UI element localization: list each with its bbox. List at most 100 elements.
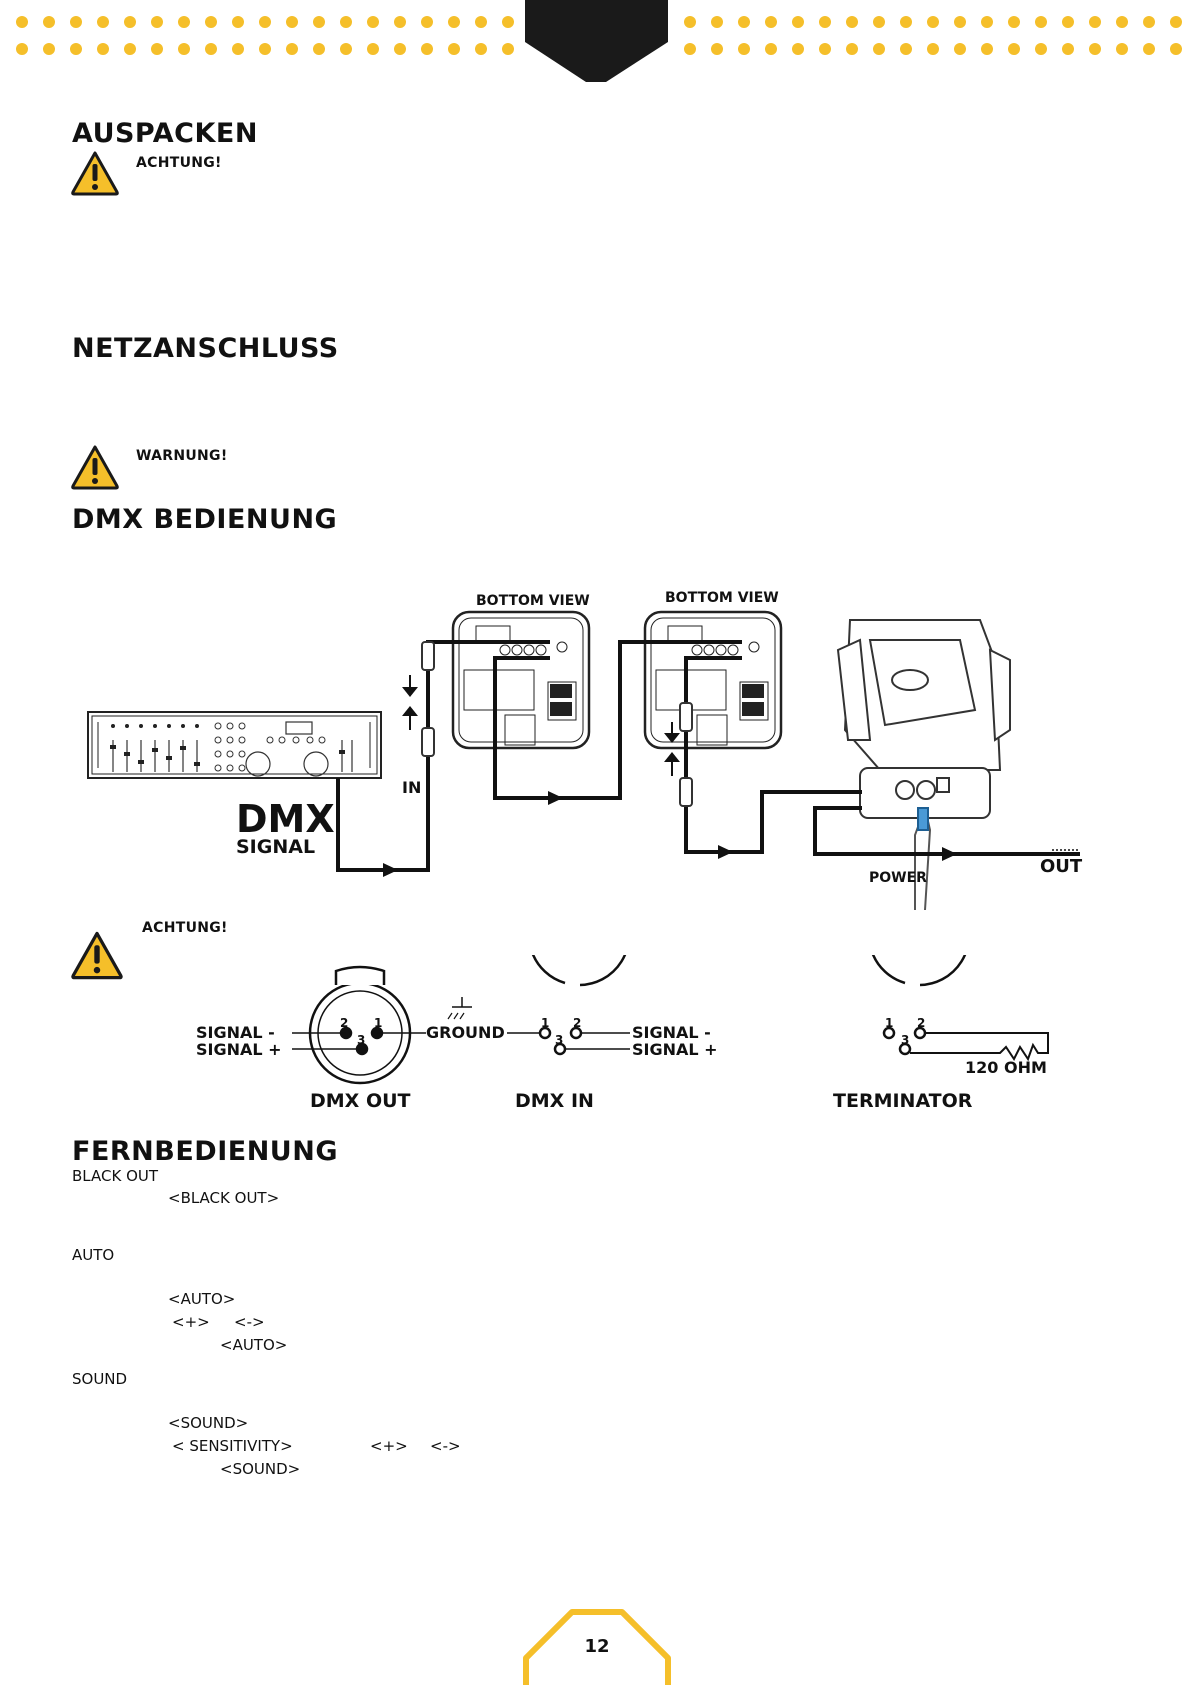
signal-big-label: SIGNAL bbox=[236, 836, 315, 858]
cable-arrows bbox=[383, 687, 957, 877]
header-dot bbox=[819, 43, 831, 55]
section-title-dmx-bedienung: DMX BEDIENUNG bbox=[72, 504, 338, 535]
header-dot bbox=[765, 43, 777, 55]
header-dot bbox=[286, 43, 298, 55]
header-dot bbox=[792, 43, 804, 55]
remote-key-sound: <SOUND> bbox=[220, 1460, 301, 1478]
header-dot bbox=[1143, 16, 1155, 28]
warning-label-warnung: WARNUNG! bbox=[136, 448, 228, 464]
signal-plus-label: SIGNAL + bbox=[632, 1040, 718, 1059]
signal-plus-label: SIGNAL + bbox=[196, 1040, 282, 1059]
header-dot bbox=[151, 43, 163, 55]
header-dot bbox=[178, 43, 190, 55]
xlr-pinout-diagram: 2 1 3 1 2 3 1 2 3 SIGNAL - SIGNAL + GROU… bbox=[0, 883, 1192, 1115]
pin-number: 3 bbox=[357, 1033, 365, 1047]
remote-key-minus: <-> bbox=[430, 1437, 461, 1455]
header-dot bbox=[981, 16, 993, 28]
header-dot bbox=[927, 16, 939, 28]
header-dot bbox=[340, 43, 352, 55]
header-dot bbox=[1062, 16, 1074, 28]
header-dot bbox=[367, 16, 379, 28]
remote-key-auto: <AUTO> bbox=[220, 1336, 288, 1354]
moving-head-fixture bbox=[836, 619, 1011, 911]
header-dot bbox=[340, 16, 352, 28]
pin-number: 2 bbox=[917, 1016, 925, 1030]
header-dot bbox=[765, 16, 777, 28]
xlr-plugs bbox=[421, 641, 693, 807]
section-title-netzanschluss: NETZANSCHLUSS bbox=[72, 333, 339, 364]
page-number-badge bbox=[522, 1608, 672, 1685]
remote-key-black-out: <BLACK OUT> bbox=[168, 1189, 280, 1207]
remote-key-plus: <+> bbox=[370, 1437, 408, 1455]
terminator-connector bbox=[867, 883, 1049, 1062]
header-dot bbox=[124, 16, 136, 28]
header-dot bbox=[502, 43, 514, 55]
warning-icon bbox=[70, 930, 124, 984]
header-dot bbox=[1008, 43, 1020, 55]
header-dot bbox=[684, 16, 696, 28]
header-dot bbox=[684, 43, 696, 55]
header-dot bbox=[43, 43, 55, 55]
dmx-out-connector bbox=[292, 965, 426, 1085]
dmx-wiring-diagram: BOTTOM VIEW BOTTOM VIEW IN DMX SIGNAL PO… bbox=[0, 580, 1192, 920]
header-dot bbox=[448, 43, 460, 55]
header-dot bbox=[711, 16, 723, 28]
dmx-out-label: DMX OUT bbox=[310, 1090, 411, 1112]
header-dot bbox=[1116, 16, 1128, 28]
header-dot bbox=[981, 43, 993, 55]
header-dot bbox=[448, 16, 460, 28]
warning-label-achtung: ACHTUNG! bbox=[136, 155, 222, 171]
ground-label: GROUND bbox=[426, 1023, 505, 1042]
dmx-big-label: DMX bbox=[236, 797, 335, 841]
header-dot bbox=[421, 16, 433, 28]
bottom-view-label-2: BOTTOM VIEW bbox=[665, 590, 779, 606]
remote-key-plus: <+> bbox=[172, 1313, 210, 1331]
header-dot bbox=[97, 43, 109, 55]
pin-number: 1 bbox=[541, 1016, 549, 1030]
remote-key-auto: <AUTO> bbox=[168, 1290, 236, 1308]
header-dot bbox=[1062, 43, 1074, 55]
power-label: POWER bbox=[869, 870, 927, 886]
header-dot bbox=[421, 43, 433, 55]
header-dot bbox=[151, 16, 163, 28]
signal-minus-label: SIGNAL - bbox=[632, 1023, 711, 1042]
header-dot bbox=[846, 43, 858, 55]
header-dot bbox=[124, 43, 136, 55]
header-dot bbox=[873, 43, 885, 55]
header-dot bbox=[313, 43, 325, 55]
header-tab-shape bbox=[525, 0, 668, 82]
header-dots bbox=[16, 0, 1182, 82]
header-dot bbox=[1143, 43, 1155, 55]
dmx-controller bbox=[87, 711, 382, 779]
header-dot bbox=[954, 16, 966, 28]
remote-heading-auto: AUTO bbox=[72, 1246, 115, 1264]
fixture-bottom-view-1 bbox=[451, 610, 591, 750]
header-dot bbox=[1116, 43, 1128, 55]
header-dot bbox=[738, 16, 750, 28]
header-dot bbox=[1089, 16, 1101, 28]
header-dot bbox=[954, 43, 966, 55]
pin-number: 3 bbox=[555, 1033, 563, 1047]
header-dot bbox=[394, 16, 406, 28]
pin-number: 2 bbox=[573, 1016, 581, 1030]
terminator-label: TERMINATOR bbox=[833, 1090, 973, 1112]
header-dot bbox=[205, 43, 217, 55]
header-dot bbox=[900, 16, 912, 28]
header-dot bbox=[16, 43, 28, 55]
header-dot bbox=[927, 43, 939, 55]
section-title-auspacken: AUSPACKEN bbox=[72, 118, 258, 149]
header-dot bbox=[232, 43, 244, 55]
header-dot-band bbox=[0, 0, 1192, 90]
header-dot bbox=[475, 16, 487, 28]
remote-heading-sound: SOUND bbox=[72, 1370, 128, 1388]
bottom-view-label-1: BOTTOM VIEW bbox=[476, 593, 590, 609]
warning-icon bbox=[70, 150, 120, 200]
signal-minus-label: SIGNAL - bbox=[196, 1023, 275, 1042]
page-number: 12 bbox=[584, 1636, 610, 1657]
header-dot bbox=[711, 43, 723, 55]
fixture-bottom-view-2 bbox=[643, 610, 783, 750]
header-dot bbox=[70, 16, 82, 28]
header-dot bbox=[205, 16, 217, 28]
header-dot bbox=[70, 43, 82, 55]
header-dot bbox=[367, 43, 379, 55]
